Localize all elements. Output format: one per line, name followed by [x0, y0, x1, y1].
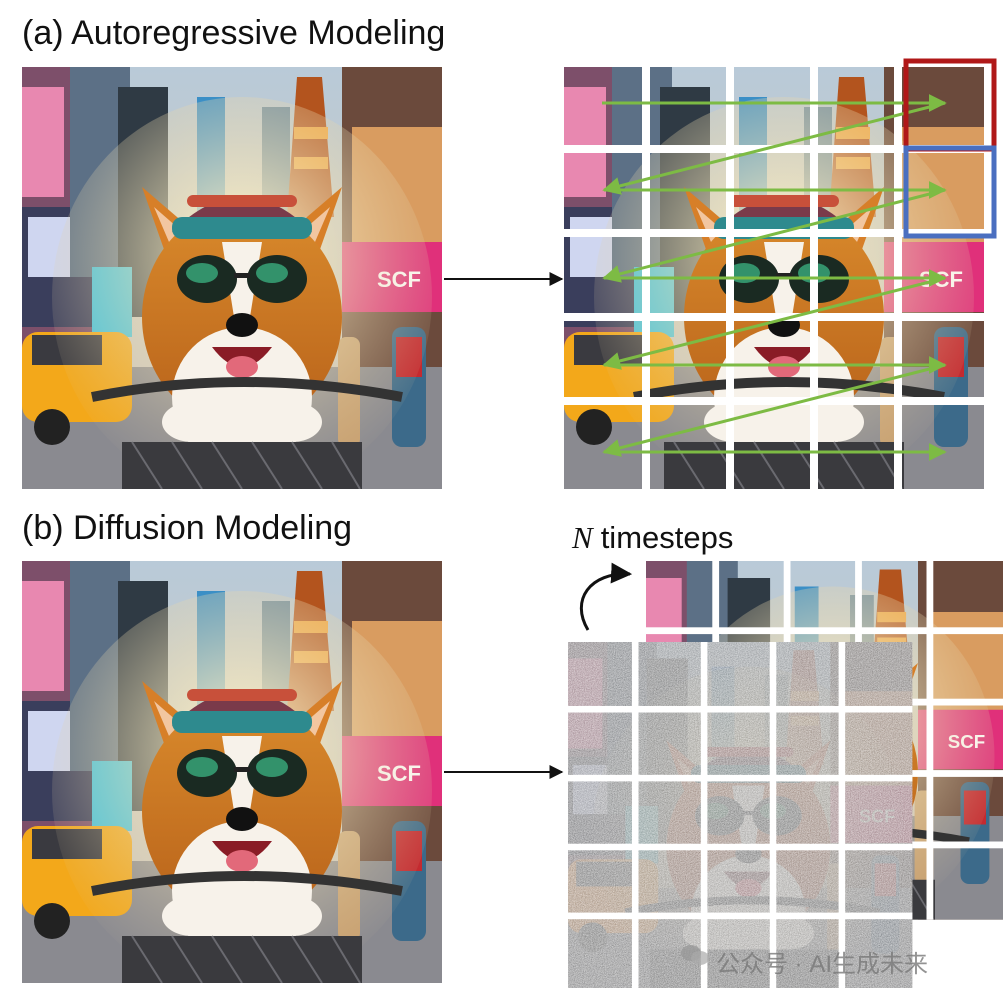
- next-token-box: [903, 145, 997, 239]
- noisy-patch-grid: [568, 642, 913, 995]
- wechat-icon: [680, 945, 710, 975]
- loop-arrow-icon: [579, 562, 633, 631]
- panel-a-source-image: [22, 67, 442, 497]
- timesteps-variable: N: [572, 520, 593, 555]
- panel-b-title: (b) Diffusion Modeling: [22, 509, 353, 547]
- panel-a-patch-grid: [564, 67, 984, 489]
- watermark: 公众号 · AI生成未来: [680, 944, 928, 979]
- panel-a-title: (a) Autoregressive Modeling: [22, 14, 446, 52]
- timesteps-text: timesteps: [600, 520, 734, 555]
- raster-scan-arrows: [602, 94, 947, 461]
- watermark-text: 公众号 · AI生成未来: [716, 951, 929, 978]
- panel-b-source-image: [22, 561, 442, 991]
